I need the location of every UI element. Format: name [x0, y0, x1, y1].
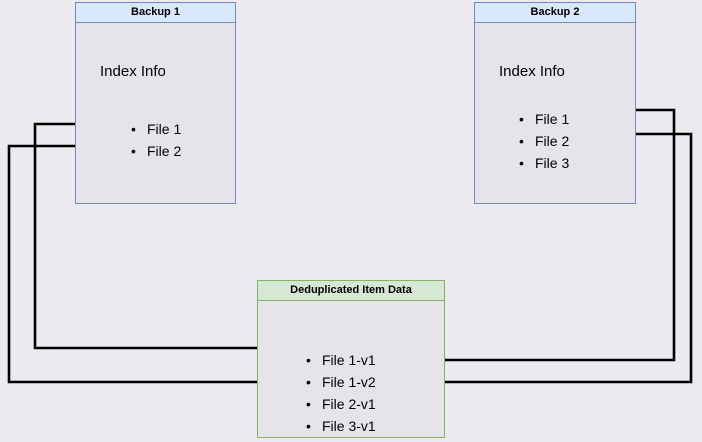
node-dedup-title: Deduplicated Item Data — [258, 281, 444, 301]
index-info-label-1: Index Info — [100, 63, 166, 80]
node-backup-1-body: Index Info File 1 File 2 — [76, 23, 235, 203]
list-item: File 1 — [131, 118, 181, 140]
list-item: File 1-v1 — [306, 349, 376, 371]
list-item: File 2 — [131, 140, 181, 162]
node-backup-1[interactable]: Backup 1 Index Info File 1 File 2 — [75, 2, 236, 204]
node-backup-2-title: Backup 2 — [475, 3, 635, 23]
list-item: File 3 — [519, 152, 569, 174]
list-item: File 1 — [519, 108, 569, 130]
node-backup-1-title: Backup 1 — [76, 3, 235, 23]
list-item: File 1-v2 — [306, 371, 376, 393]
node-backup-2-body: Index Info File 1 File 2 File 3 — [475, 23, 635, 203]
file-list-backup-2: File 1 File 2 File 3 — [519, 108, 569, 174]
file-list-dedup: File 1-v1 File 1-v2 File 2-v1 File 3-v1 — [306, 349, 376, 437]
file-list-backup-1: File 1 File 2 — [131, 118, 181, 162]
node-deduplicated-item-data[interactable]: Deduplicated Item Data File 1-v1 File 1-… — [257, 280, 445, 438]
index-info-label-2: Index Info — [499, 63, 565, 80]
node-backup-2[interactable]: Backup 2 Index Info File 1 File 2 File 3 — [474, 2, 636, 204]
list-item: File 2 — [519, 130, 569, 152]
list-item: File 3-v1 — [306, 415, 376, 437]
node-dedup-body: File 1-v1 File 1-v2 File 2-v1 File 3-v1 — [258, 301, 444, 437]
list-item: File 2-v1 — [306, 393, 376, 415]
